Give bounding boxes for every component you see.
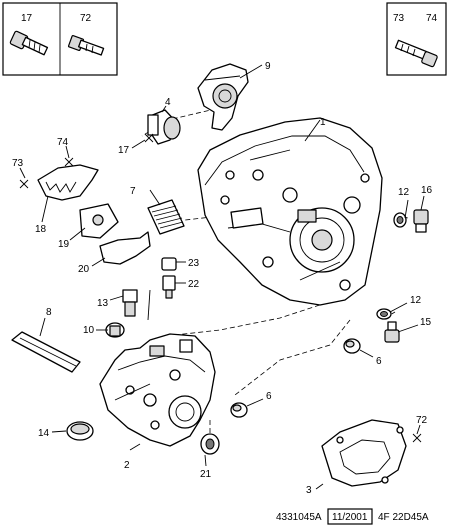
part-label-10[interactable]: 10 [83,325,95,336]
fastener-73-icon [19,179,29,189]
part-20-bracket [99,231,151,265]
fastener-marks [19,133,422,443]
fastener-74-icon [64,157,74,167]
part-22-sensor [162,275,176,299]
part-10-plug [105,322,125,338]
fastener-box-left: 17 72 [2,2,118,76]
part-label-17[interactable]: 17 [118,145,130,156]
part-label-13[interactable]: 13 [97,298,109,309]
part-19-plate [79,203,119,239]
fastener-box-right: 73 74 [386,2,447,76]
part-label-6[interactable]: 6 [376,356,382,367]
part-1-gearbox-casing [197,117,383,306]
part-label-16[interactable]: 16 [421,185,433,196]
part-label-22[interactable]: 22 [188,279,200,290]
leader-lines [19,64,425,490]
part-18-shield [37,164,99,201]
part-label-1[interactable]: 1 [320,117,326,128]
part-label-20[interactable]: 20 [78,264,90,275]
part-3-end-cover [321,419,407,487]
part-label-14[interactable]: 14 [38,428,50,439]
part-16-drain-plug [413,209,429,233]
part-label-74[interactable]: 74 [57,137,69,148]
variant-code: 4F 22D45A [378,512,429,523]
part-12-washer-lower [376,308,392,320]
part-label-73[interactable]: 73 [12,158,24,169]
part-13-switch [122,289,151,321]
part-label-7[interactable]: 7 [130,186,136,197]
part-label-12[interactable]: 12 [410,295,422,306]
part-label-21[interactable]: 21 [200,469,212,480]
part-9-release-bracket [197,63,249,131]
part-14-cap [66,421,94,441]
diagram-date: 11/2001 [332,512,368,523]
fastener-72-icon [412,433,422,443]
part-6-bush-upper [343,338,361,354]
part-7-grille [147,199,185,235]
part-label-4[interactable]: 4 [165,97,171,108]
part-label-72[interactable]: 72 [80,13,92,24]
part-label-12[interactable]: 12 [398,187,410,198]
part-label-19[interactable]: 19 [58,239,70,250]
part-label-3[interactable]: 3 [306,485,312,496]
part-8-breather-tube [11,331,81,373]
part-21-seal [200,433,220,455]
part-labels: 1 2 3 4 6 6 7 8 9 10 12 12 13 14 15 16 1… [12,61,433,496]
part-label-72[interactable]: 72 [416,415,428,426]
bolt-17-icon [9,30,49,56]
screw-73-74-icon [394,39,438,68]
part-label-9[interactable]: 9 [265,61,271,72]
part-12-washer-upper [393,212,407,228]
part-label-8[interactable]: 8 [46,307,52,318]
part-2-gearbox-housing [99,333,216,447]
part-15-filler-plug [384,321,400,343]
bolt-72-icon [67,34,105,56]
part-label-17[interactable]: 17 [21,13,33,24]
fastener-17-icon [144,133,154,143]
reference-code: 4331045A [276,512,322,523]
part-label-2[interactable]: 2 [124,460,130,471]
footer-reference: 4331045A 11/2001 4F 22D45A [276,508,429,525]
part-label-15[interactable]: 15 [420,317,432,328]
part-label-6[interactable]: 6 [266,391,272,402]
part-4-guide-tube [147,109,181,145]
part-label-73[interactable]: 73 [393,13,405,24]
part-label-74[interactable]: 74 [426,13,438,24]
part-23-sleeve [161,257,177,271]
part-6-bush-lower [230,402,248,418]
part-label-23[interactable]: 23 [188,258,200,269]
part-label-18[interactable]: 18 [35,224,47,235]
